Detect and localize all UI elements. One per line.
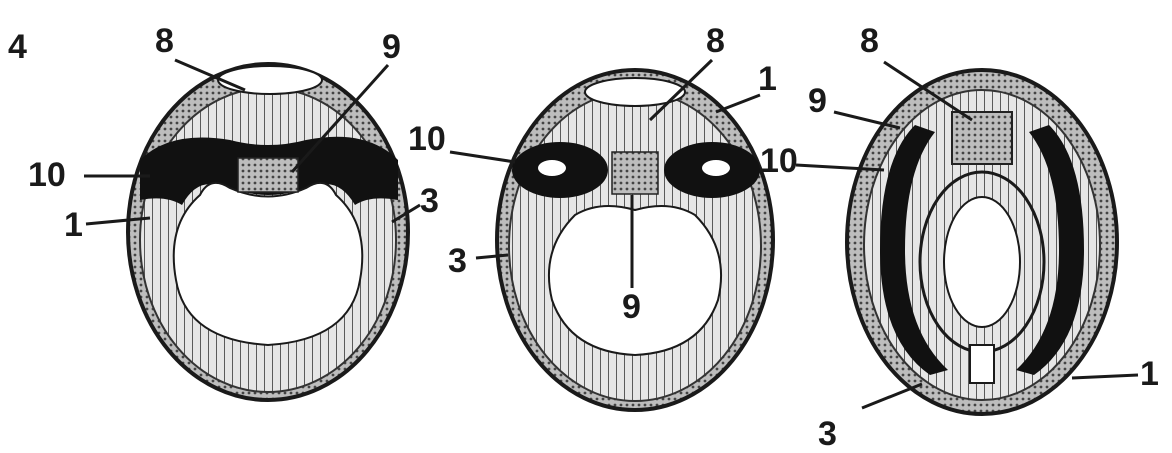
- panel-2-leader-10: [450, 152, 515, 162]
- panel-3-neural-tube: [952, 112, 1012, 164]
- panel-3-mesentery: [970, 345, 994, 383]
- panel-2-leader-1: [716, 95, 760, 112]
- panel-1-label-1: 1: [64, 206, 83, 244]
- panel-3-gut-lumen: [944, 197, 1020, 327]
- panel-2-somite-left-cavity: [538, 160, 566, 176]
- panel-stage-1: 8 9 10 1 3: [28, 22, 439, 400]
- panel-2-archenteron-cavity: [549, 206, 721, 355]
- panel-2-label-10: 10: [408, 120, 446, 158]
- panel-1-label-8: 8: [155, 22, 174, 60]
- panel-2-label-8: 8: [706, 22, 725, 60]
- figure-corner-mark: 4: [8, 28, 27, 66]
- panel-stage-2: 8 1 10 3 9: [408, 22, 777, 410]
- panel-3-leader-3: [862, 384, 922, 408]
- panel-3-label-8: 8: [860, 22, 879, 60]
- panel-3-leader-1: [1072, 375, 1138, 378]
- panel-2-label-9: 9: [622, 288, 641, 326]
- panel-1-label-10: 10: [28, 156, 66, 194]
- panel-2-label-3: 3: [448, 242, 467, 280]
- panel-3-label-10: 10: [760, 142, 798, 180]
- panel-1-archenteron-cavity: [174, 183, 363, 345]
- panel-2-notochord: [612, 152, 658, 194]
- panel-3-label-3: 3: [818, 415, 837, 453]
- panel-3-label-1: 1: [1140, 355, 1159, 393]
- panel-1-neural-plate: [218, 66, 322, 94]
- panel-1-label-3: 3: [420, 182, 439, 220]
- panel-3-label-9: 9: [808, 82, 827, 120]
- panel-1-notochord: [238, 158, 298, 192]
- panel-2-label-1: 1: [758, 60, 777, 98]
- panel-1-label-9: 9: [382, 28, 401, 66]
- panel-2-somite-right-cavity: [702, 160, 730, 176]
- panel-stage-3: 8 9 10 1 3: [760, 22, 1159, 453]
